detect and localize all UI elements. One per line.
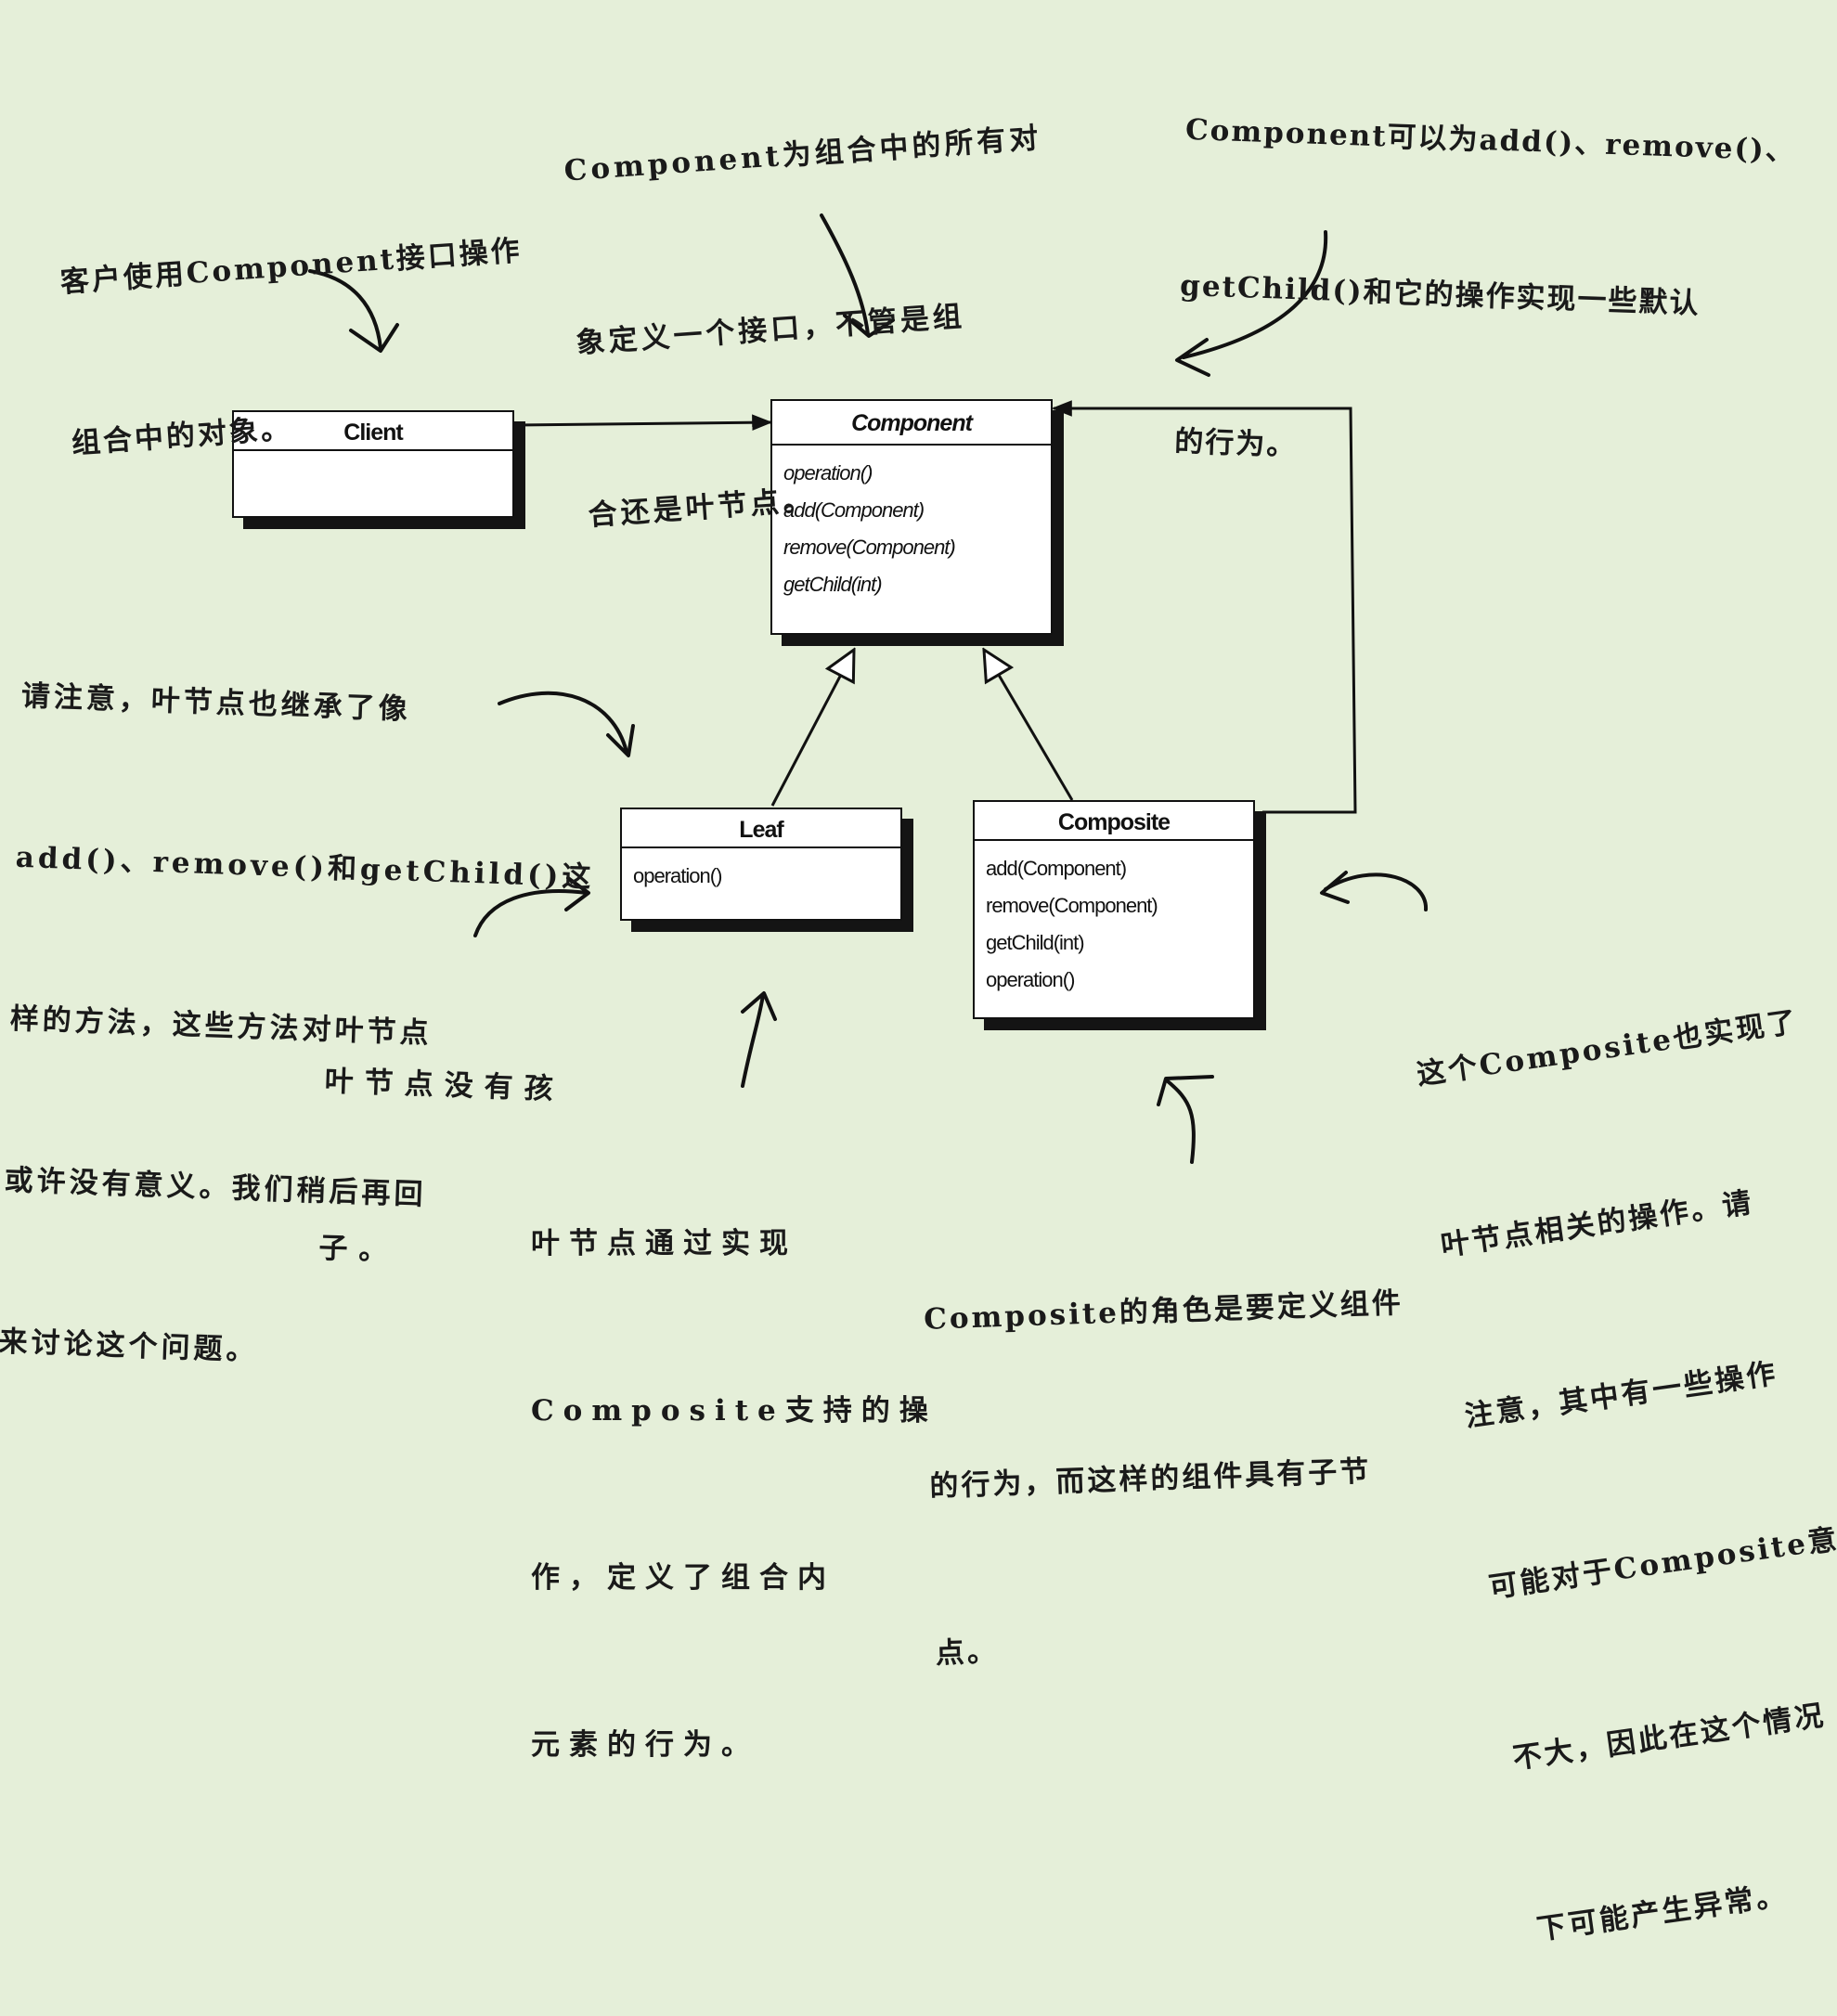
note-leaf-behavior-line: 叶节点通过实现 [531, 1227, 797, 1260]
leaf-op-operation: operation() [633, 864, 722, 887]
note-leaf-inherits-line: 请注意，叶节点也继承了像 [20, 678, 412, 727]
note-composite-ops-line: 叶节点相关的操作。请 [1438, 1185, 1756, 1263]
pointer-arrow-client [308, 269, 382, 350]
pointer-arrow-component [820, 213, 870, 336]
note-composite-ops-line: 这个Composite也实现了 [1415, 1004, 1801, 1092]
pointer-arrow-leaf-inherits [498, 691, 628, 754]
note-composite-ops-line: 不大，因此在这个情况 [1510, 1699, 1829, 1777]
pointer-arrow-leaf-behavior [741, 993, 765, 1088]
class-leaf: Leaf operation() [620, 808, 902, 921]
class-composite-name: Composite [975, 802, 1253, 841]
note-leaf-no-children-line: 子。 [317, 1231, 400, 1268]
composite-op-operation: operation() [986, 968, 1075, 991]
association-client-component [514, 414, 773, 432]
note-component-line: 象定义一个接口，不管是组 [575, 299, 967, 361]
sketch-arrows [308, 213, 1429, 1164]
pointer-arrow-component-head [843, 314, 895, 338]
component-op-operation: operation() [783, 461, 873, 485]
note-component-line: Component为组合中的所有对 [563, 121, 1043, 188]
generalization-composite-component [984, 650, 1074, 801]
note-component-default-line: 的行为。 [1173, 424, 1298, 463]
note-component-default: Component可以为add()、remove()、 getChild()和它… [1171, 0, 1800, 541]
pointer-arrow-leaf-no-children-head [564, 876, 590, 911]
note-leaf-behavior-line: 作，定义了组合内 [531, 1561, 835, 1595]
note-composite-ops-line: 可能对于Composite意义 [1486, 1518, 1837, 1605]
component-op-add: add(Component) [783, 498, 925, 522]
component-op-remove: remove(Component) [783, 536, 956, 559]
pointer-arrow-composite-ops-head [1320, 871, 1350, 904]
note-leaf-no-children-line: 叶节点没有孩 [324, 1064, 565, 1106]
composite-op-remove: remove(Component) [986, 894, 1158, 917]
pointer-arrow-composite-role-head [1157, 1075, 1214, 1106]
pointer-arrow-component-default-head [1175, 338, 1210, 377]
class-leaf-operations: operation() [622, 848, 900, 895]
note-composite-role-line: 的行为，而这样的组件具有子节 [928, 1454, 1372, 1504]
pointer-arrow-leaf-behavior-head [741, 991, 777, 1021]
pointer-arrow-client-head [349, 323, 399, 353]
note-composite-role-line: 点。 [935, 1635, 1000, 1671]
class-composite: Composite add(Component) remove(Componen… [973, 800, 1255, 1019]
note-component-default-line: Component可以为add()、remove()、 [1184, 112, 1797, 168]
pointer-arrow-leaf-no-children [473, 889, 589, 937]
note-leaf-behavior-line: 元素的行为。 [531, 1728, 759, 1762]
note-composite-ops-line: 注意，其中有一些操作 [1462, 1356, 1780, 1434]
class-component-operations: operation() add(Component) remove(Compon… [772, 446, 1051, 603]
component-op-getchild: getChild(int) [783, 573, 883, 596]
pointer-arrow-composite-ops [1324, 872, 1429, 911]
class-client: Client [232, 410, 514, 518]
class-composite-operations: add(Component) remove(Component) getChil… [975, 841, 1253, 999]
note-component: Component为组合中的所有对 象定义一个接口，不管是组 合还是叶节点。 [554, 0, 1072, 601]
aggregation-composite-component [1051, 400, 1357, 814]
note-client-line: 组合中的对象。 [70, 411, 293, 461]
pointer-arrow-leaf-inherits-head [606, 724, 635, 757]
note-leaf-behavior: 叶节点通过实现 Composite支持的操 作，定义了组合内 元素的行为。 [531, 1105, 938, 1829]
class-leaf-name: Leaf [622, 809, 900, 848]
class-component-name: Component [772, 401, 1051, 446]
note-leaf-behavior-line: Composite支持的操 [531, 1394, 938, 1428]
composite-op-add: add(Component) [986, 857, 1127, 880]
note-composite-ops-line: 下可能产生异常。 [1534, 1878, 1790, 1947]
note-leaf-inherits-line: add()、remove()和getChild()这 [15, 840, 595, 895]
note-client: 客户使用Component接口操作 组合中的对象。 [51, 116, 539, 524]
class-client-name: Client [234, 412, 512, 451]
composite-op-getchild: getChild(int) [986, 931, 1085, 954]
pointer-arrow-component-default [1182, 230, 1328, 359]
note-component-default-line: getChild()和它的操作实现一些默认 [1179, 268, 1701, 321]
class-component: Component operation() add(Component) rem… [770, 399, 1053, 635]
note-component-line: 合还是叶节点。 [587, 483, 817, 533]
note-composite-role: Composite的角色是要定义组件 的行为，而这样的组件具有子节 点。 [919, 1164, 1417, 1738]
note-composite-role-line: Composite的角色是要定义组件 [923, 1286, 1404, 1337]
diagram-canvas [308, 213, 1429, 1164]
generalization-leaf-component [770, 650, 854, 807]
note-client-line: 客户使用Component接口操作 [58, 233, 524, 300]
pointer-arrow-composite-role [1166, 1079, 1196, 1164]
note-composite-ops: 这个Composite也实现了 叶节点相关的操作。请 注意，其中有一些操作 可能… [1397, 879, 1837, 2015]
